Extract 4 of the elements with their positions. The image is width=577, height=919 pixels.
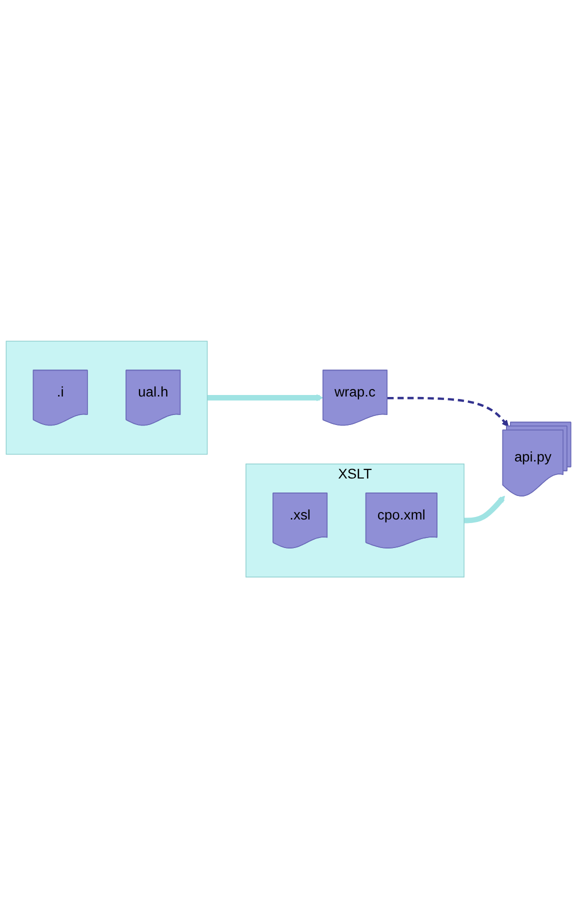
arrow	[387, 397, 509, 428]
cluster	[6, 341, 208, 456]
arrow	[464, 496, 505, 524]
arrow	[207, 394, 324, 402]
